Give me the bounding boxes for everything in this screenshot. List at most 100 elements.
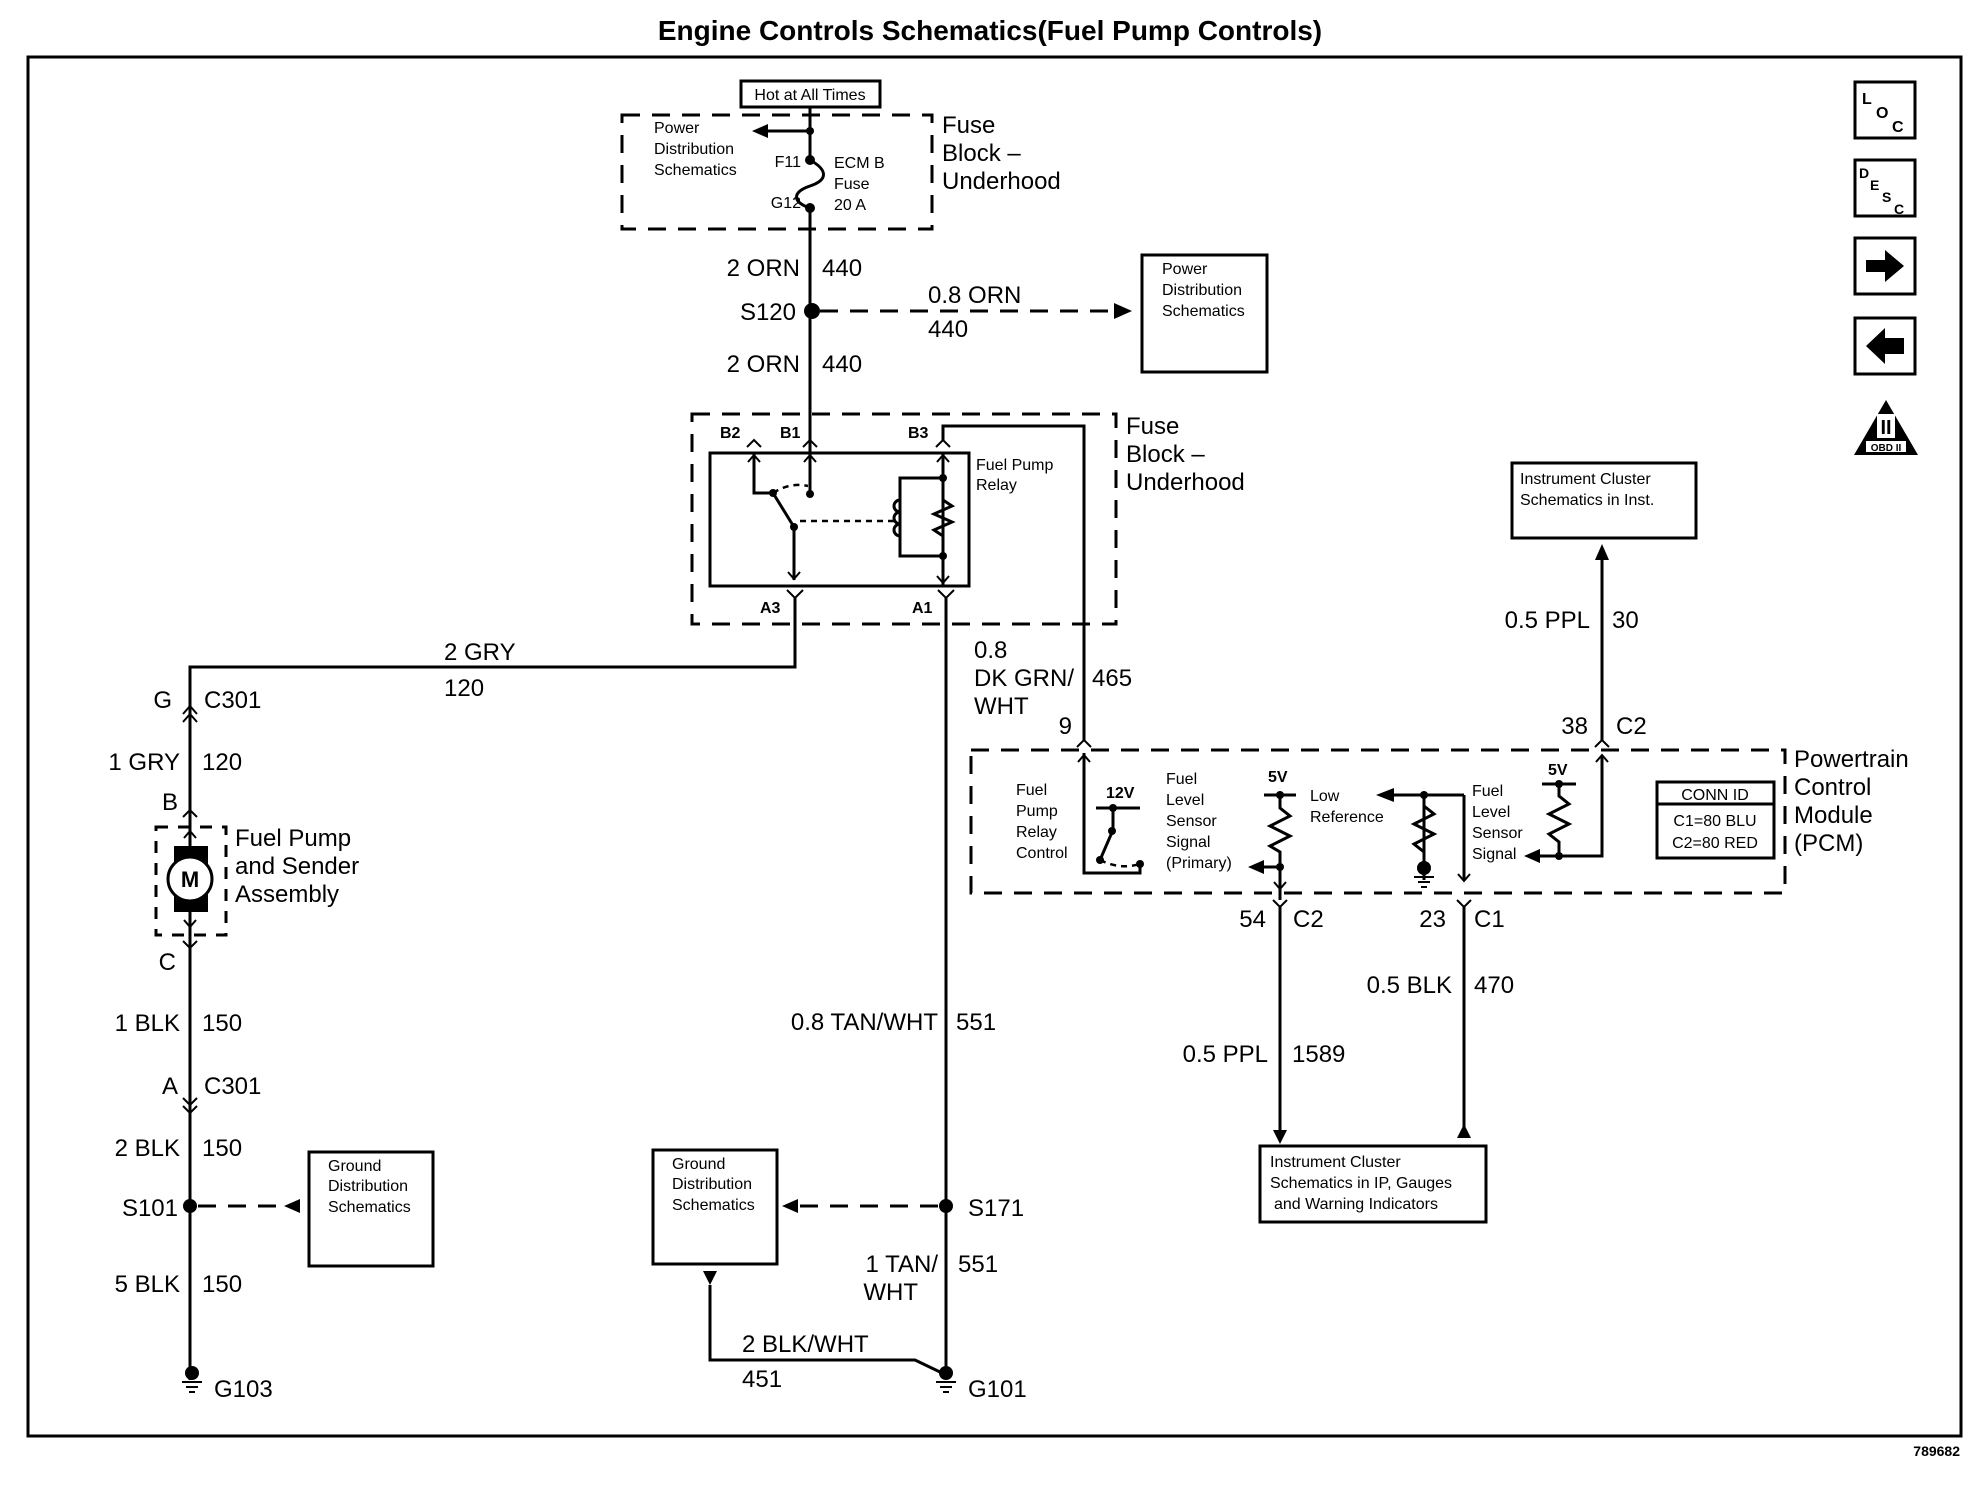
pin-g12-label: G12 [771, 195, 801, 212]
arrow-icon [1248, 860, 1264, 874]
arrow-icon [1457, 1124, 1471, 1138]
instrument-cluster-ref-bottom[interactable]: Instrument Cluster Schematics in IP, Gau… [1258, 1144, 1488, 1224]
svg-text:Distribution: Distribution [654, 141, 734, 158]
svg-text:E: E [1870, 177, 1879, 193]
wire-relay-control [1082, 753, 1142, 875]
voltage-12v-label: 12V [1106, 785, 1135, 802]
wire-label: 2 GRY [444, 639, 516, 666]
wire-label-465: 0.8 DK GRN/ WHT [974, 637, 1074, 720]
svg-text:L: L [1862, 91, 1872, 108]
instrument-cluster-ref-top[interactable]: Instrument Cluster Schematics in Inst. [1510, 461, 1698, 540]
svg-text:Level: Level [1166, 792, 1204, 809]
connector-c301-label: C301 [204, 1073, 261, 1100]
power-distribution-ref-right[interactable]: Power Distribution Schematics [1140, 253, 1269, 374]
wire-label: 2 BLK/WHT [742, 1331, 869, 1358]
svg-text:D: D [1859, 165, 1869, 181]
wire-label-551-lower: 1 TAN/ WHT [863, 1251, 938, 1306]
pcm-pin-9-label: 9 [1059, 713, 1072, 740]
resistor-icon [1266, 795, 1294, 900]
svg-text:Signal: Signal [1166, 834, 1210, 851]
prev-arrow-icon[interactable] [1853, 316, 1917, 376]
svg-text:Signal: Signal [1472, 846, 1516, 863]
svg-text:Block –: Block – [1126, 441, 1205, 468]
ground-distribution-ref-center[interactable]: Ground Distribution Schematics [651, 1148, 779, 1266]
hot-label-text: Hot at All Times [754, 87, 865, 104]
svg-text:1 TAN/: 1 TAN/ [866, 1251, 939, 1278]
svg-text:Fuel Pump: Fuel Pump [235, 825, 351, 852]
wire-label: 1 BLK [115, 1010, 180, 1037]
svg-text:C: C [1892, 119, 1904, 136]
arrow-icon [1595, 544, 1609, 560]
svg-text:Schematics: Schematics [328, 1199, 411, 1216]
svg-text:and Warning Indicators: and Warning Indicators [1274, 1196, 1438, 1213]
ground-icon [1414, 876, 1434, 888]
circuit-label: 1589 [1292, 1041, 1345, 1068]
pcm-low-reference-label: Low Reference [1310, 788, 1384, 826]
power-distribution-ref-top[interactable]: Power Distribution Schematics [654, 120, 737, 179]
svg-text:II: II [1880, 417, 1891, 439]
pcm-label: Powertrain Control Module (PCM) [1794, 746, 1909, 857]
svg-text:Fuel: Fuel [1166, 771, 1197, 788]
circuit-label: 150 [202, 1010, 242, 1037]
ground-distribution-ref-left[interactable]: Ground Distribution Schematics [307, 1150, 435, 1268]
circuit-label: 440 [928, 316, 968, 343]
svg-text:(PCM): (PCM) [1794, 830, 1863, 857]
resistor-icon [930, 498, 956, 538]
svg-text:Distribution: Distribution [328, 1178, 408, 1195]
svg-text:Low: Low [1310, 788, 1340, 805]
ground-g101-icon [936, 1366, 956, 1393]
circuit-label: 465 [1092, 665, 1132, 692]
obd-ii-icon[interactable]: II OBD II [1854, 400, 1918, 455]
svg-text:CONN ID: CONN ID [1681, 787, 1749, 804]
desc-icon[interactable]: D E S C [1853, 158, 1917, 218]
ecm-b-fuse-label: ECM B Fuse 20 A [834, 155, 885, 214]
fuse-block-underhood-relay [690, 412, 1118, 626]
svg-text:Schematics: Schematics [1162, 303, 1245, 320]
pin-b1-label: B1 [780, 425, 801, 442]
circuit-label: 440 [822, 255, 862, 282]
svg-text:C: C [1894, 201, 1904, 217]
arrow-icon [1273, 1130, 1287, 1144]
svg-text:Fuel: Fuel [1016, 782, 1047, 799]
svg-text:WHT: WHT [863, 1279, 918, 1306]
arrow-icon [1114, 303, 1132, 319]
svg-text:Sensor: Sensor [1166, 813, 1217, 830]
svg-text:Level: Level [1472, 804, 1510, 821]
svg-text:Power: Power [1162, 261, 1208, 278]
svg-text:Power: Power [654, 120, 700, 137]
pin-b2-label: B2 [720, 425, 741, 442]
relay-label: Relay [976, 477, 1017, 494]
svg-text:WHT: WHT [974, 693, 1029, 720]
pcm-pin-54-label: 54 [1239, 906, 1266, 933]
svg-text:Underhood: Underhood [1126, 469, 1245, 496]
svg-text:Schematics: Schematics [672, 1197, 755, 1214]
svg-text:Distribution: Distribution [672, 1176, 752, 1193]
svg-text:Ground: Ground [672, 1156, 725, 1173]
pcm-signal-label: Fuel Level Sensor Signal [1472, 783, 1523, 863]
pin-b-label: B [162, 789, 178, 816]
diagram-border [26, 55, 1963, 1438]
next-arrow-icon[interactable] [1853, 236, 1917, 296]
wire-465 [941, 424, 1086, 740]
connector-c1-label: C1 [1474, 906, 1505, 933]
splice-label: S101 [122, 1195, 178, 1222]
fuse-icon [795, 158, 825, 210]
svg-text:Fuse: Fuse [1126, 413, 1179, 440]
circuit-label: 451 [742, 1366, 782, 1393]
ground-g103-icon [182, 1366, 202, 1393]
svg-text:Powertrain: Powertrain [1794, 746, 1909, 773]
pin-a1-label: A1 [912, 600, 933, 617]
svg-text:Distribution: Distribution [1162, 282, 1242, 299]
pcm-primary-signal-label: Fuel Level Sensor Signal (Primary) [1166, 771, 1232, 872]
svg-text:Assembly: Assembly [235, 881, 339, 908]
loc-icon[interactable]: L O C [1853, 80, 1917, 140]
wire-451 [708, 1285, 941, 1374]
conn-id-box: CONN ID C1=80 BLU C2=80 RED [1655, 780, 1776, 860]
connector-c2-label: C2 [1293, 906, 1324, 933]
svg-text:and Sender: and Sender [235, 853, 359, 880]
relay-label: Fuel Pump [976, 457, 1053, 474]
pcm-pin-38-label: 38 [1561, 713, 1588, 740]
wire-label: 1 GRY [108, 749, 180, 776]
svg-text:Sensor: Sensor [1472, 825, 1523, 842]
